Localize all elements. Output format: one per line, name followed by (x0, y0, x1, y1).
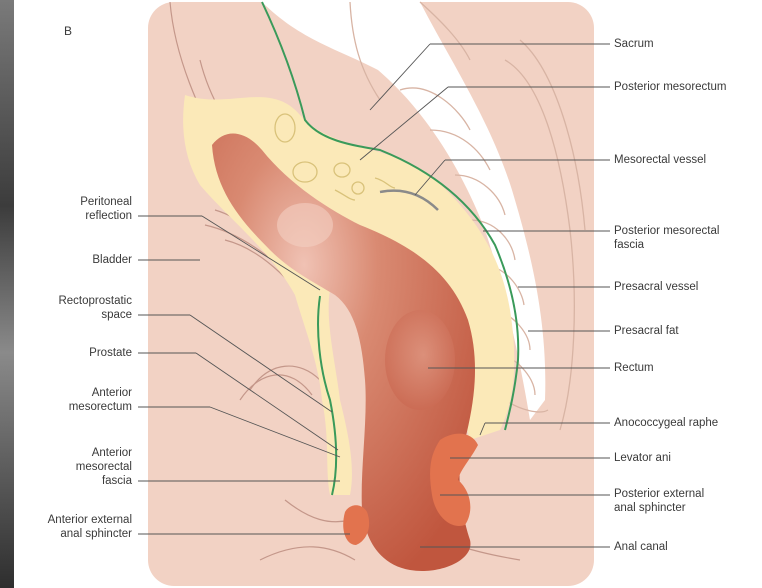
label-anterior-mesorectum: Anterior mesorectum (69, 386, 132, 414)
label-bladder: Bladder (92, 253, 132, 267)
label-rectoprostatic-space: Rectoprostatic space (58, 294, 132, 322)
label-posterior-external-anal-sphincter: Posterior external anal sphincter (614, 487, 704, 515)
label-anterior-external-anal-sphincter: Anterior external anal sphincter (48, 513, 132, 541)
label-levator-ani: Levator ani (614, 451, 671, 465)
panel-label: B (64, 24, 72, 38)
label-peritoneal-reflection: Peritoneal reflection (80, 195, 132, 223)
label-posterior-mesorectal-fascia: Posterior mesorectal fascia (614, 224, 719, 252)
label-posterior-mesorectum: Posterior mesorectum (614, 80, 726, 94)
label-prostate: Prostate (89, 346, 132, 360)
label-anterior-mesorectal-fascia: Anterior mesorectal fascia (76, 446, 132, 488)
label-rectum: Rectum (614, 361, 654, 375)
label-mesorectal-vessel: Mesorectal vessel (614, 153, 706, 167)
label-sacrum: Sacrum (614, 37, 654, 51)
label-presacral-vessel: Presacral vessel (614, 280, 698, 294)
label-anococcygeal-raphe: Anococcygeal raphe (614, 416, 718, 430)
label-anal-canal: Anal canal (614, 540, 668, 554)
label-presacral-fat: Presacral fat (614, 324, 679, 338)
